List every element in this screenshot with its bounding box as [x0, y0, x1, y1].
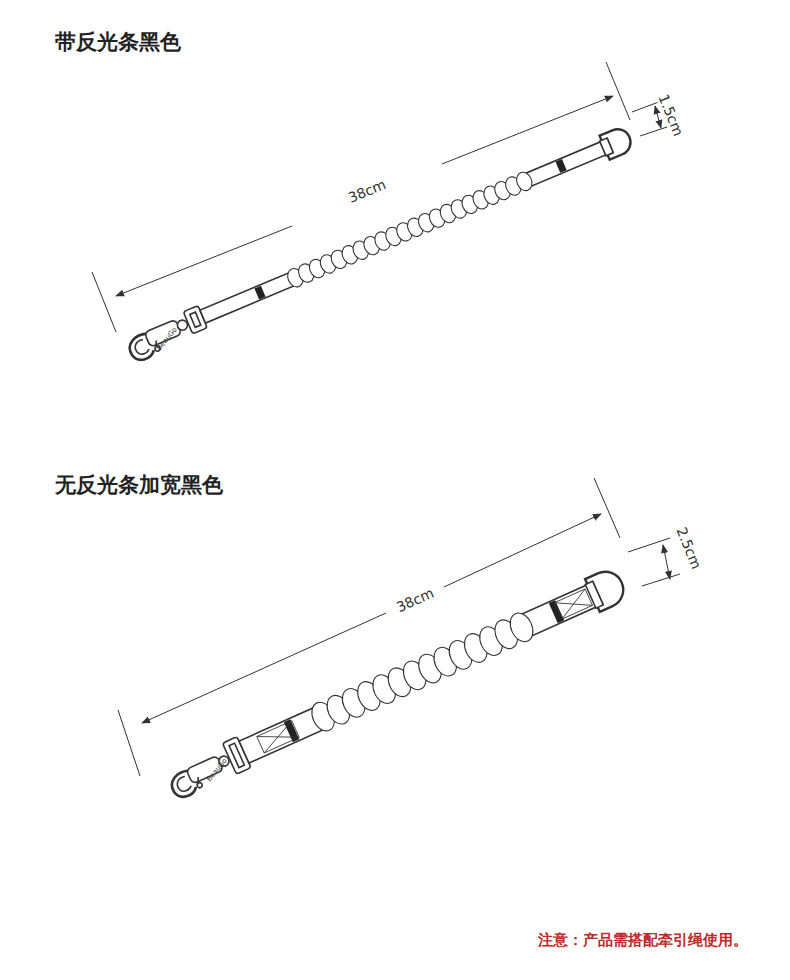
- bungee-ridge: [514, 170, 535, 193]
- dimension-label: 38cm: [343, 175, 391, 207]
- stitching: [554, 589, 592, 619]
- dimension-label: 38cm: [391, 583, 439, 616]
- label-band: [556, 159, 567, 173]
- label-band: [549, 600, 564, 623]
- note-text: 注意：产品需搭配牵引绳使用。: [538, 932, 748, 949]
- stitching: [257, 721, 299, 753]
- leash-short: [124, 125, 636, 363]
- section-heading: 无反光条加宽黑色: [55, 473, 223, 497]
- d-ring: [585, 566, 629, 612]
- snap-pin: [196, 782, 203, 789]
- label-band: [284, 719, 299, 742]
- buckle: [190, 312, 201, 327]
- bungee-ridge: [506, 609, 537, 645]
- stitching: [257, 721, 299, 753]
- section-heading: 带反光条黑色: [55, 30, 181, 54]
- d-ring: [600, 125, 635, 159]
- strap: [523, 139, 613, 187]
- strap: [239, 707, 324, 763]
- label-band: [254, 286, 265, 300]
- dimension-lines: [92, 62, 680, 776]
- dimension-label: 1.5cm: [654, 89, 688, 141]
- strap-loop: [600, 138, 614, 156]
- strap-loop: [585, 581, 603, 608]
- dimension-label: 2.5cm: [672, 522, 706, 574]
- strap: [200, 272, 296, 323]
- stitching: [554, 589, 592, 619]
- leash-wide: [163, 566, 629, 801]
